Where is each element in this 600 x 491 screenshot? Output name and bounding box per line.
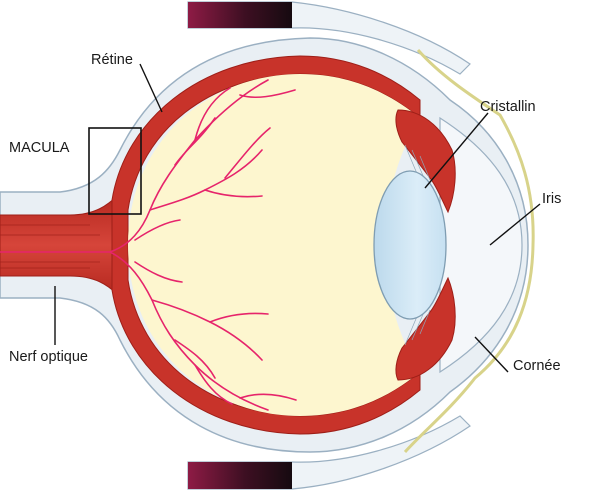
label-macula: MACULA xyxy=(9,140,70,156)
macula-box xyxy=(88,127,142,215)
conjunctiva xyxy=(403,49,535,454)
label-optic-nerve: Nerf optique xyxy=(9,349,88,365)
optic-nerve-fibres xyxy=(0,224,100,269)
leader-lines xyxy=(54,63,541,373)
label-lens: Cristallin xyxy=(480,99,536,115)
lens xyxy=(373,170,447,320)
vitreous-body xyxy=(128,74,420,416)
iris-lower xyxy=(395,276,456,381)
lower-eyelid xyxy=(187,415,471,490)
retinal-blood-vessels xyxy=(0,79,297,411)
label-retina: Rétine xyxy=(91,52,133,68)
iris-upper xyxy=(395,109,456,214)
choroid xyxy=(111,55,421,435)
upper-eyelid xyxy=(187,1,471,75)
zonule-fibres xyxy=(404,144,431,346)
cornea-chamber xyxy=(439,116,523,374)
label-cornea: Cornée xyxy=(513,358,561,374)
label-iris: Iris xyxy=(542,191,562,207)
